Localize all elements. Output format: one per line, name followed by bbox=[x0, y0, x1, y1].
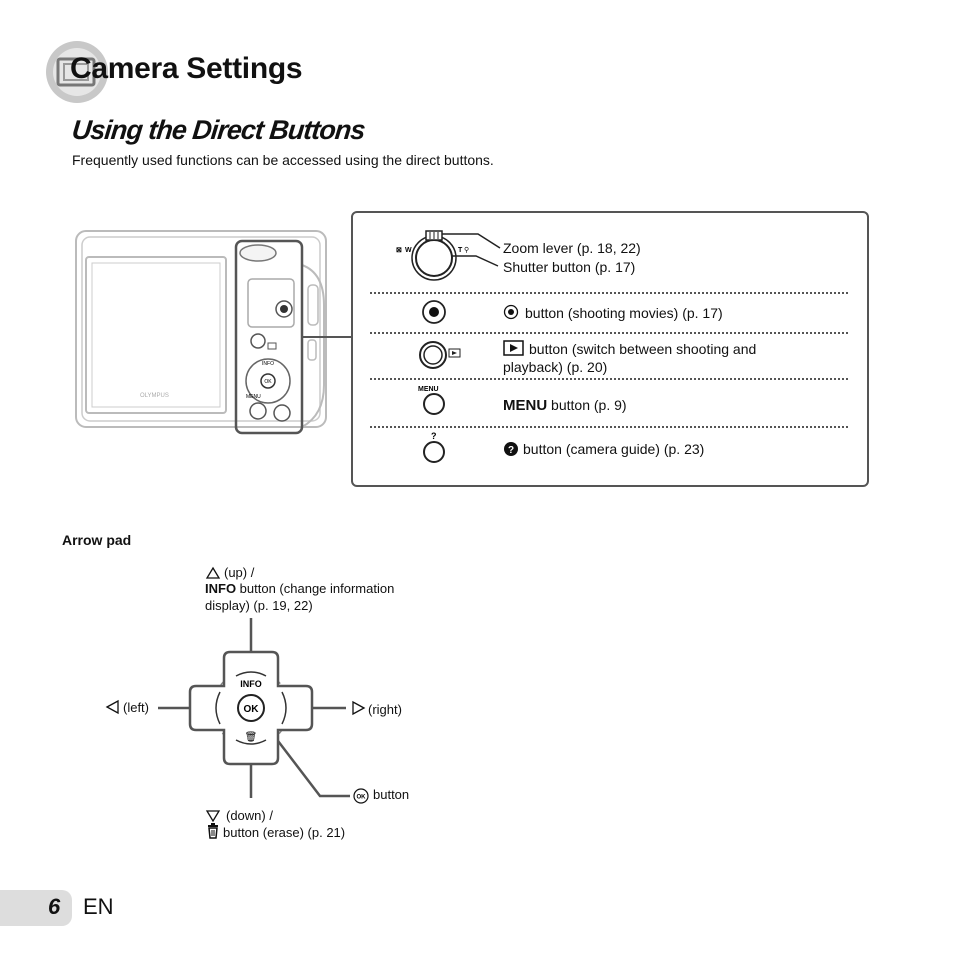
down-label: (down) / bbox=[226, 808, 273, 823]
down-triangle-icon bbox=[205, 810, 221, 823]
shutter-button-label: Shutter button (p. 17) bbox=[503, 259, 636, 275]
arrow-pad-diagram: INFO OK 🗑 bbox=[158, 618, 350, 798]
info-label: INFO button (change information bbox=[205, 580, 394, 597]
menu-icon-text: MENU bbox=[418, 386, 439, 393]
divider bbox=[370, 292, 848, 294]
movie-button-icon bbox=[422, 300, 446, 324]
page-language: EN bbox=[83, 894, 114, 919]
trash-icon bbox=[208, 823, 218, 839]
svg-text:⚲: ⚲ bbox=[464, 246, 469, 254]
camera-back-illustration: OLYMPUS OK INFO MENU bbox=[75, 230, 351, 435]
svg-text:?: ? bbox=[508, 445, 514, 456]
divider bbox=[370, 332, 848, 334]
camera-ok-text: OK bbox=[264, 379, 272, 385]
svg-text:🗑: 🗑 bbox=[245, 731, 258, 743]
guide-symbol-icon: ? bbox=[504, 442, 518, 456]
info-label-2: display) (p. 19, 22) bbox=[205, 598, 313, 613]
section-title: Using the Direct Buttons bbox=[70, 115, 367, 145]
movie-button-label: button (shooting movies) (p. 17) bbox=[525, 305, 723, 321]
movie-symbol-icon bbox=[503, 304, 519, 320]
zoom-lever-label: Zoom lever (p. 18, 22) bbox=[503, 240, 641, 256]
camera-info-text: INFO bbox=[262, 361, 274, 367]
intro-text: Frequently used functions can be accesse… bbox=[72, 152, 494, 168]
up-triangle-icon bbox=[205, 566, 221, 579]
camera-menu-text: MENU bbox=[246, 394, 261, 400]
zoom-w-text: W bbox=[405, 247, 412, 254]
ok-button-label: button bbox=[373, 787, 410, 802]
divider bbox=[370, 378, 848, 380]
brand-text: OLYMPUS bbox=[140, 393, 169, 399]
zoom-shutter-icon: ⊠ W T ⚲ bbox=[396, 230, 501, 281]
guide-icon-text: ? bbox=[431, 431, 437, 441]
info-label-rest: button (change information bbox=[236, 581, 395, 596]
info-word: INFO bbox=[205, 581, 237, 596]
ok-symbol-icon: OK bbox=[353, 788, 369, 804]
menu-label-rest: button (p. 9) bbox=[547, 397, 627, 413]
guide-button-label: button (camera guide) (p. 23) bbox=[523, 441, 705, 457]
page-number-tab bbox=[0, 890, 72, 926]
menu-word: MENU bbox=[503, 397, 548, 414]
menu-button-label: MENU button (p. 9) bbox=[503, 396, 627, 415]
right-label: (right) bbox=[368, 702, 402, 717]
zoom-t-text: T bbox=[458, 247, 463, 254]
right-triangle-icon bbox=[352, 700, 366, 716]
divider bbox=[370, 426, 848, 428]
left-triangle-icon bbox=[105, 699, 119, 715]
page-number: 6 bbox=[48, 894, 61, 919]
playback-button-icon bbox=[419, 341, 461, 369]
pad-ok-text: OK bbox=[244, 704, 260, 715]
arrow-pad-heading: Arrow pad bbox=[62, 532, 132, 548]
left-label: (left) bbox=[123, 700, 149, 715]
camera-section-icon bbox=[46, 41, 108, 103]
playback-symbol-icon bbox=[503, 340, 524, 356]
page-title: Camera Settings bbox=[70, 52, 303, 85]
playback-button-label-2: playback) (p. 20) bbox=[503, 359, 608, 375]
erase-label: button (erase) (p. 21) bbox=[223, 825, 346, 840]
menu-button-icon: MENU bbox=[418, 386, 445, 415]
svg-text:⊠: ⊠ bbox=[396, 247, 402, 254]
svg-text:OK: OK bbox=[357, 795, 367, 801]
pad-info-text: INFO bbox=[240, 679, 262, 689]
up-label: (up) / bbox=[224, 565, 255, 580]
playback-button-label: button (switch between shooting and bbox=[529, 341, 757, 357]
guide-button-icon: ? bbox=[423, 431, 445, 463]
